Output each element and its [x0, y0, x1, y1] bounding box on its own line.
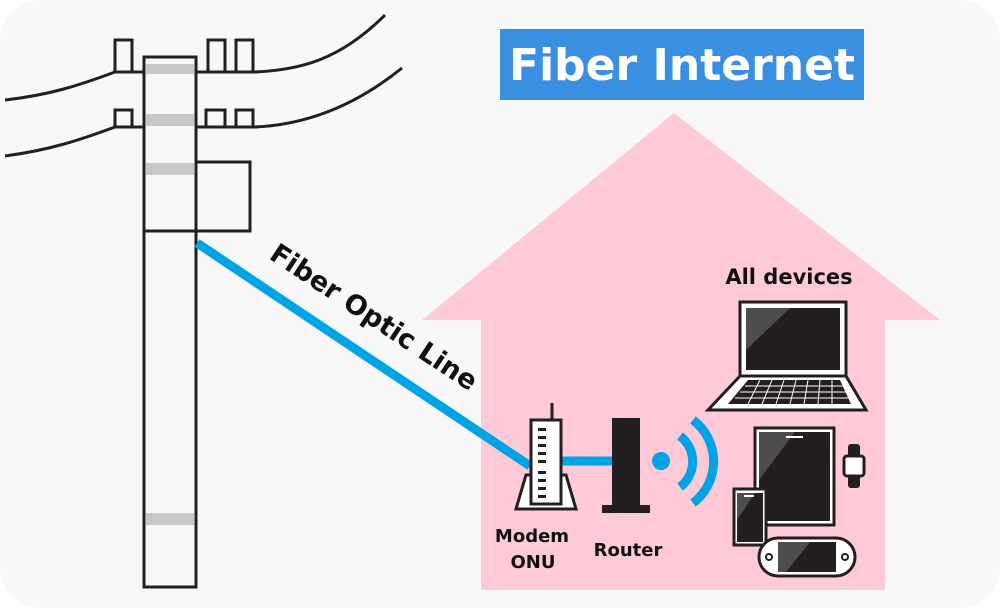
smartphone-icon [732, 487, 768, 547]
title-text: Fiber Internet [509, 40, 855, 91]
devices-label: All devices [725, 265, 852, 289]
tablet-icon [753, 426, 836, 527]
game-console-icon [757, 536, 857, 578]
title-banner [500, 29, 864, 100]
fiber-optic-cable [194, 239, 533, 470]
modem-onu-icon [513, 403, 579, 511]
laptop-icon [704, 300, 869, 412]
router-label: Router [594, 540, 663, 561]
router-icon [602, 418, 650, 513]
power-lines [4, 13, 403, 158]
utility-pole-icon [113, 38, 258, 589]
smartwatch-icon [842, 444, 866, 488]
onu-label: ONU [511, 552, 556, 573]
modem-label: Modem [495, 526, 569, 547]
wifi-signal-icon [652, 416, 719, 507]
